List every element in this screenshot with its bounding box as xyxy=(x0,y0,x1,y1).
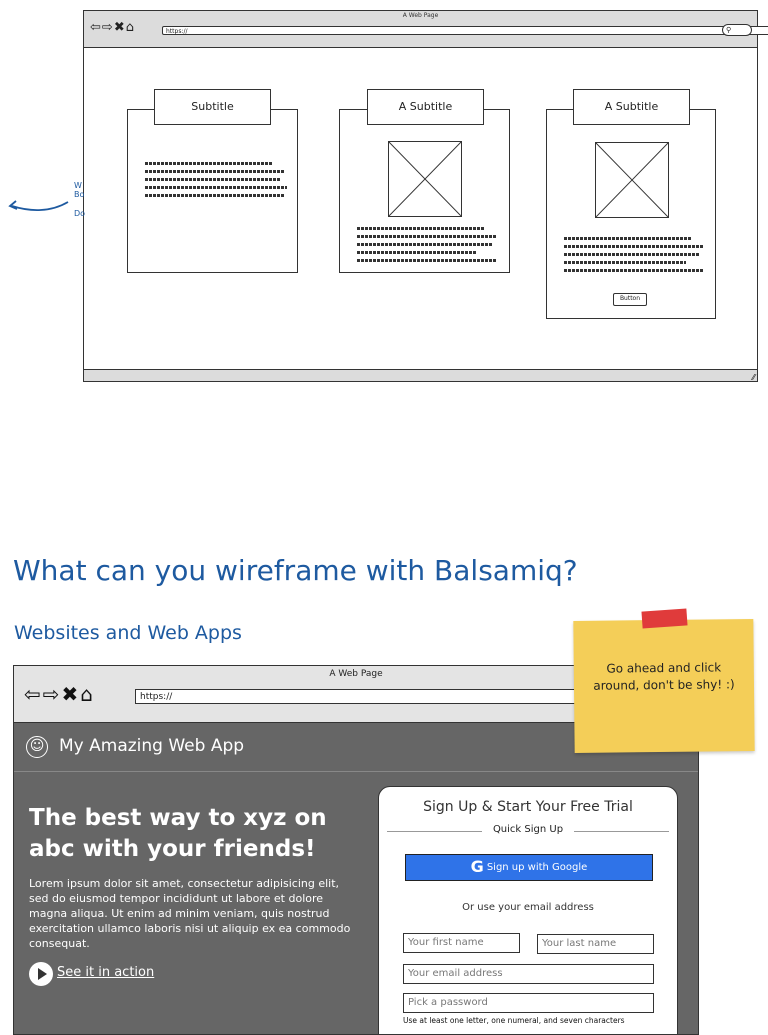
hero-body: Lorem ipsum dolor sit amet, consectetur … xyxy=(29,877,351,950)
content-card xyxy=(339,109,510,273)
sticky-note: Go ahead and click around, don't be shy!… xyxy=(573,619,755,753)
close-icon[interactable]: ✖ xyxy=(113,20,126,35)
card-title: A Subtitle xyxy=(573,89,690,125)
app-header: ☺ My Amazing Web App xyxy=(14,723,698,772)
close-icon[interactable]: ✖ xyxy=(61,682,81,706)
sticky-note-text: Go ahead and click around, don't be shy!… xyxy=(593,660,735,693)
image-placeholder-icon xyxy=(595,142,669,218)
password-field[interactable]: Pick a password xyxy=(403,993,654,1013)
card-title: Subtitle xyxy=(154,89,271,125)
browser-title-bar: A Web Page ⇦⇨✖⌂ https:// ⚲ xyxy=(84,11,768,48)
divider xyxy=(574,831,669,832)
browser-nav-icons: ⇦⇨✖⌂ xyxy=(90,21,135,34)
or-email-label: Or use your email address xyxy=(462,902,594,913)
window-title: A Web Page xyxy=(402,12,439,19)
google-button-label: Sign up with Google xyxy=(486,862,588,873)
signup-panel: Sign Up & Start Your Free Trial Quick Si… xyxy=(378,786,678,1034)
first-name-field[interactable]: Your first name xyxy=(403,933,520,953)
side-label: Bo xyxy=(74,190,85,199)
content-card xyxy=(127,109,298,273)
app-name: My Amazing Web App xyxy=(59,736,245,756)
card-title: A Subtitle xyxy=(367,89,484,125)
hero-title: The best way to xyz on abc with your fri… xyxy=(29,805,327,862)
home-icon[interactable]: ⌂ xyxy=(80,682,95,706)
section-heading: What can you wireframe with Balsamiq? xyxy=(13,554,578,587)
url-bar[interactable]: https:// xyxy=(135,689,698,704)
browser-status-bar: ⁄⁄ xyxy=(84,369,757,382)
resize-handle-icon[interactable]: ⁄⁄ xyxy=(752,373,755,382)
content-card: Button xyxy=(546,109,716,319)
play-icon[interactable] xyxy=(29,962,53,986)
quick-signup-label: Quick Sign Up xyxy=(492,824,564,835)
tape-decoration xyxy=(641,608,688,629)
back-icon[interactable]: ⇦ xyxy=(90,20,102,35)
signup-title: Sign Up & Start Your Free Trial xyxy=(423,799,633,815)
google-icon: G xyxy=(470,857,484,876)
home-icon[interactable]: ⌂ xyxy=(125,20,135,35)
section-subheading: Websites and Web Apps xyxy=(14,622,242,644)
search-icon[interactable]: ⚲ xyxy=(722,24,752,36)
window-title: A Web Page xyxy=(329,669,383,679)
card-button[interactable]: Button xyxy=(613,293,647,306)
last-name-field[interactable]: Your last name xyxy=(537,934,654,954)
see-it-in-action-link[interactable]: See it in action xyxy=(57,965,155,980)
arrow-left-icon xyxy=(8,200,69,211)
image-placeholder-icon xyxy=(388,141,462,217)
back-icon[interactable]: ⇦ xyxy=(24,682,43,706)
email-field[interactable]: Your email address xyxy=(403,964,654,984)
browser-nav-icons: ⇦⇨✖⌂ xyxy=(24,684,95,704)
divider xyxy=(387,831,482,832)
url-bar[interactable]: https:// xyxy=(162,26,768,35)
side-label: Do xyxy=(74,209,86,218)
forward-icon[interactable]: ⇨ xyxy=(42,682,62,706)
side-label: W xyxy=(74,181,82,190)
smiley-icon[interactable]: ☺ xyxy=(26,736,48,758)
forward-icon[interactable]: ⇨ xyxy=(101,20,114,35)
password-hint: Use at least one letter, one numeral, an… xyxy=(403,1016,625,1025)
wireframe-browser-window: A Web Page ⇦⇨✖⌂ https:// ⚲ Subtitle A Su… xyxy=(83,10,768,382)
